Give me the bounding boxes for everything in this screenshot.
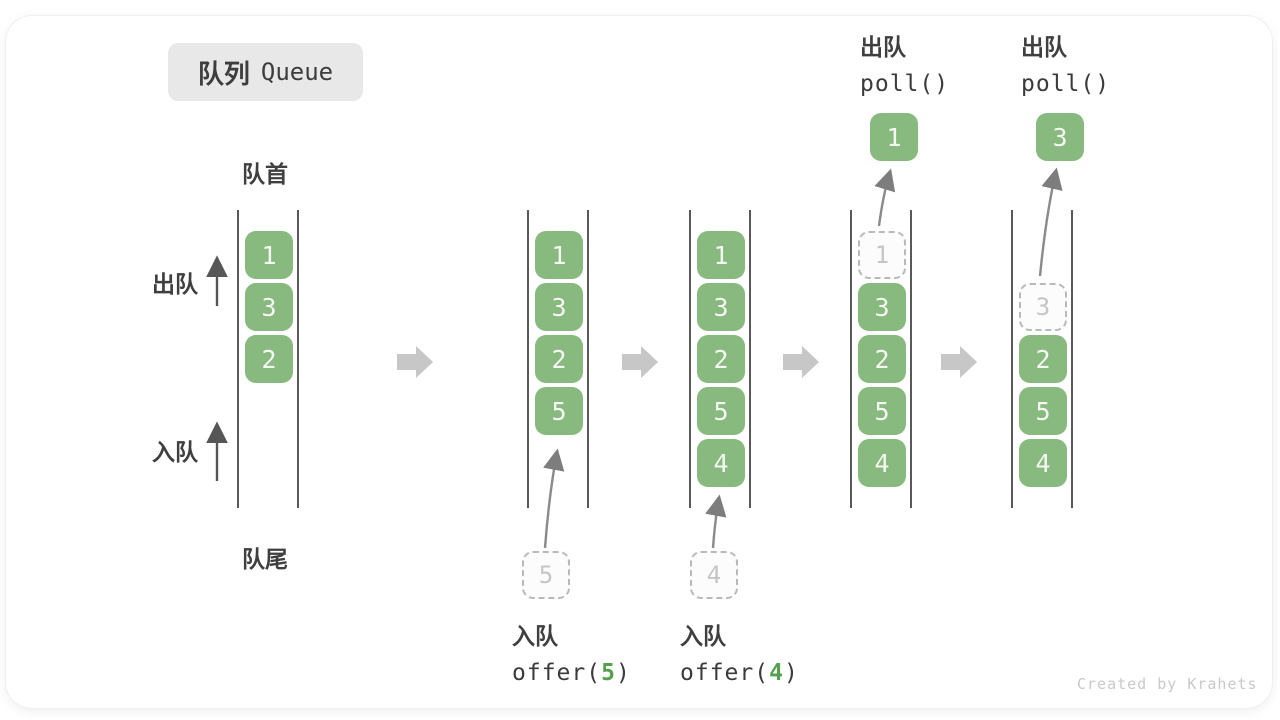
label-dequeue-side: 出队 [152,271,198,297]
operation-label: 入队 [512,623,558,649]
label-enqueue-side: 入队 [152,439,198,465]
queue-container-3 [689,210,751,508]
queue-container-1 [237,210,299,508]
operation-offer-5: 入队 offer(5) [512,617,631,686]
queue2-cell: 3 [535,283,583,331]
transition-arrow-icon [397,346,433,378]
queue1-cell: 2 [245,335,293,383]
queue3-cell: 1 [697,231,745,279]
transition-arrow-icon [783,346,819,378]
operation-poll-1: 出队 poll() [860,28,949,97]
queue4-cell: 3 [858,283,906,331]
queue5-cell: 2 [1019,335,1067,383]
operation-label: 出队 [1021,34,1067,60]
operation-poll-2: 出队 poll() [1021,28,1110,97]
operation-label: 入队 [680,623,726,649]
queue-container-5 [1011,210,1073,508]
popped-value-box-3: 3 [1036,113,1084,161]
incoming-value-box-5: 5 [522,551,570,599]
queue5-removed-cell: 3 [1019,283,1067,331]
queue3-cell: 2 [697,335,745,383]
operation-code: offer(5) [512,660,631,686]
diagram-title: 队列 Queue [168,43,363,101]
title-chinese: 队列 [197,58,250,89]
transition-arrow-icon [941,346,977,378]
incoming-value-box-4: 4 [690,551,738,599]
queue5-cell: 4 [1019,439,1067,487]
queue3-cell: 4 [697,439,745,487]
title-english: Queue [260,58,334,86]
queue2-cell: 5 [535,387,583,435]
queue1-cell: 3 [245,283,293,331]
queue1-cell: 1 [245,231,293,279]
queue-container-4 [850,210,912,508]
queue4-removed-cell: 1 [858,231,906,279]
queue2-cell: 1 [535,231,583,279]
queue3-cell: 3 [697,283,745,331]
popped-value-box-1: 1 [870,113,918,161]
operation-code: offer(4) [680,660,799,686]
watermark-credit: Created by Krahets [1077,675,1258,693]
label-queue-rear: 队尾 [242,546,288,572]
operation-code: poll() [1021,71,1111,97]
operation-label: 出队 [860,34,906,60]
label-queue-front: 队首 [242,161,288,187]
queue-container-2 [527,210,589,508]
operation-offer-4: 入队 offer(4) [680,617,799,686]
queue4-cell: 4 [858,439,906,487]
operation-code: poll() [860,71,950,97]
queue5-cell: 5 [1019,387,1067,435]
queue2-cell: 2 [535,335,583,383]
queue4-cell: 5 [858,387,906,435]
queue3-cell: 5 [697,387,745,435]
queue4-cell: 2 [858,335,906,383]
transition-arrow-icon [622,346,658,378]
